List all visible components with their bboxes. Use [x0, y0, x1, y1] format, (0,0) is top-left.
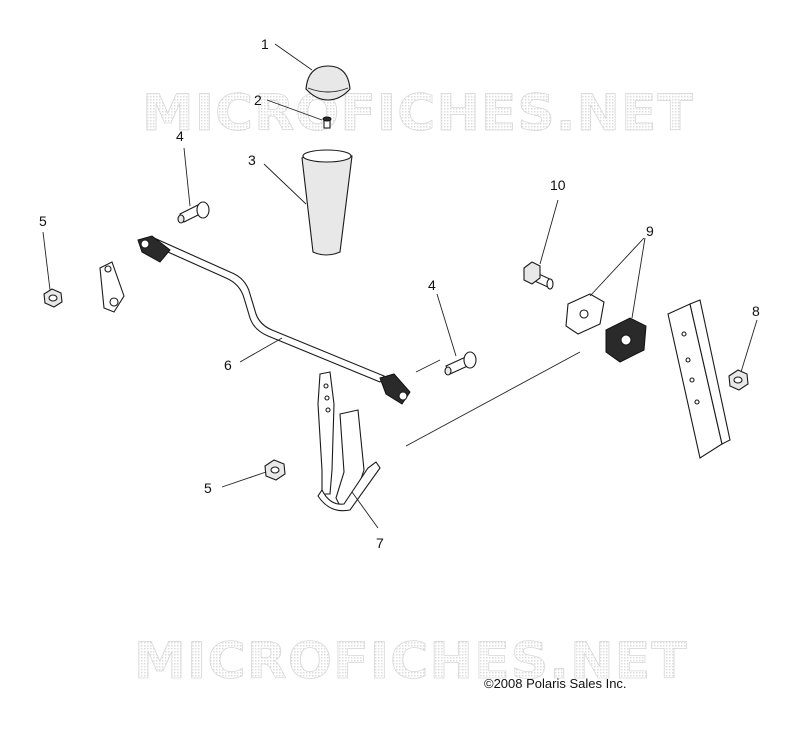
leader-6 — [239, 337, 283, 363]
leader-3 — [263, 163, 307, 205]
assembly-line-2 — [415, 359, 441, 373]
watermark-top: MICROFICHES.NET — [142, 84, 694, 142]
pin-upper — [177, 201, 210, 224]
leader-9b — [631, 237, 646, 319]
shift-rod — [137, 235, 411, 405]
leader-5b — [221, 471, 267, 488]
assembly-line — [405, 351, 581, 447]
set-screw — [322, 116, 332, 129]
leader-4b — [436, 293, 457, 357]
leader-4a — [183, 147, 191, 207]
bracket-plate — [667, 299, 731, 459]
isolator-block-b — [605, 317, 647, 363]
knob-cap — [305, 65, 351, 101]
callout-8: 8 — [752, 303, 760, 319]
small-lever — [99, 261, 125, 313]
leader-5a — [42, 231, 51, 291]
callout-6: 6 — [224, 357, 232, 373]
leader-8 — [740, 319, 758, 373]
callout-3: 3 — [248, 152, 256, 168]
nut-left — [43, 288, 63, 308]
leader-1 — [274, 43, 313, 71]
callout-5b: 5 — [204, 480, 212, 496]
callout-2: 2 — [254, 92, 262, 108]
pin-lower — [444, 351, 477, 376]
isolator-block-a — [565, 293, 605, 335]
nut-right — [728, 369, 749, 391]
leader-7 — [351, 491, 379, 529]
nut-lower — [264, 459, 286, 481]
callout-10: 10 — [550, 177, 566, 193]
callout-1: 1 — [261, 36, 269, 52]
callout-4b: 4 — [428, 277, 436, 293]
shift-lever — [317, 371, 381, 512]
leader-2 — [266, 99, 323, 121]
leader-10 — [539, 199, 559, 265]
callout-4a: 4 — [176, 128, 184, 144]
callout-7: 7 — [376, 535, 384, 551]
watermark-bottom: MICROFICHES.NET — [134, 632, 688, 690]
copyright-notice: ©2008 Polaris Sales Inc. — [484, 676, 627, 691]
shift-handle — [301, 149, 353, 256]
leader-9a — [589, 237, 645, 297]
callout-5a: 5 — [39, 213, 47, 229]
bolt — [523, 261, 554, 290]
callout-9: 9 — [646, 223, 654, 239]
